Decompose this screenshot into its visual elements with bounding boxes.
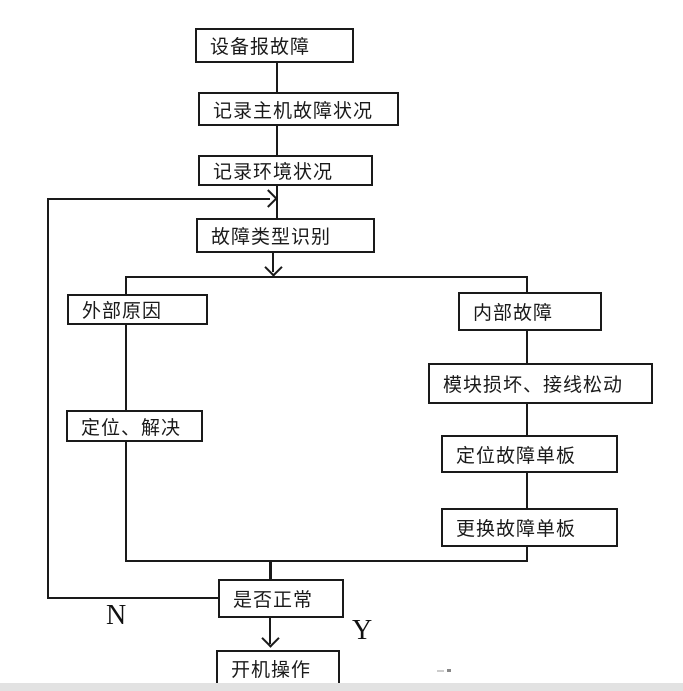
node-identify-fault-type: 故障类型识别	[196, 218, 375, 253]
arrowhead-down-icon	[261, 629, 280, 648]
branch-label-no: N	[106, 600, 127, 631]
node-replace-faulty-board: 更换故障单板	[441, 508, 618, 547]
node-record-host-status: 记录主机故障状况	[198, 92, 399, 126]
arrowhead-right-icon	[259, 189, 278, 208]
stray-mark	[437, 670, 444, 672]
connector-report-to-record-host	[276, 62, 278, 94]
node-check-normal: 是否正常	[218, 579, 344, 618]
node-locate-faulty-board: 定位故障单板	[441, 435, 618, 473]
node-internal-fault: 内部故障	[458, 292, 602, 331]
connector-check-to-power-on	[269, 617, 271, 644]
connector-loop-left	[47, 198, 49, 599]
node-locate-and-solve: 定位、解决	[66, 410, 203, 442]
branch-label-yes: Y	[352, 615, 373, 646]
node-external-cause: 外部原因	[67, 294, 208, 325]
node-report-fault: 设备报故障	[195, 28, 354, 63]
window-bottom-strip	[0, 683, 683, 691]
connector-loop-top	[48, 198, 270, 200]
connector-record-env-to-identify	[276, 185, 278, 220]
arrowhead-down-icon	[264, 258, 283, 277]
connector-loop-bottom	[47, 597, 219, 599]
stray-mark	[447, 669, 451, 672]
connector-branch-top	[125, 276, 528, 278]
node-record-env-status: 记录环境状况	[198, 155, 373, 186]
node-module-damage: 模块损坏、接线松动	[428, 363, 653, 404]
connector-record-host-to-record-env	[276, 125, 278, 157]
connector-to-check-normal	[269, 560, 272, 580]
connector-branch-bottom	[125, 560, 528, 562]
connector-identify-to-branch	[272, 252, 274, 272]
node-power-on-operation: 开机操作	[216, 650, 340, 686]
connector-branch-right	[526, 276, 528, 562]
